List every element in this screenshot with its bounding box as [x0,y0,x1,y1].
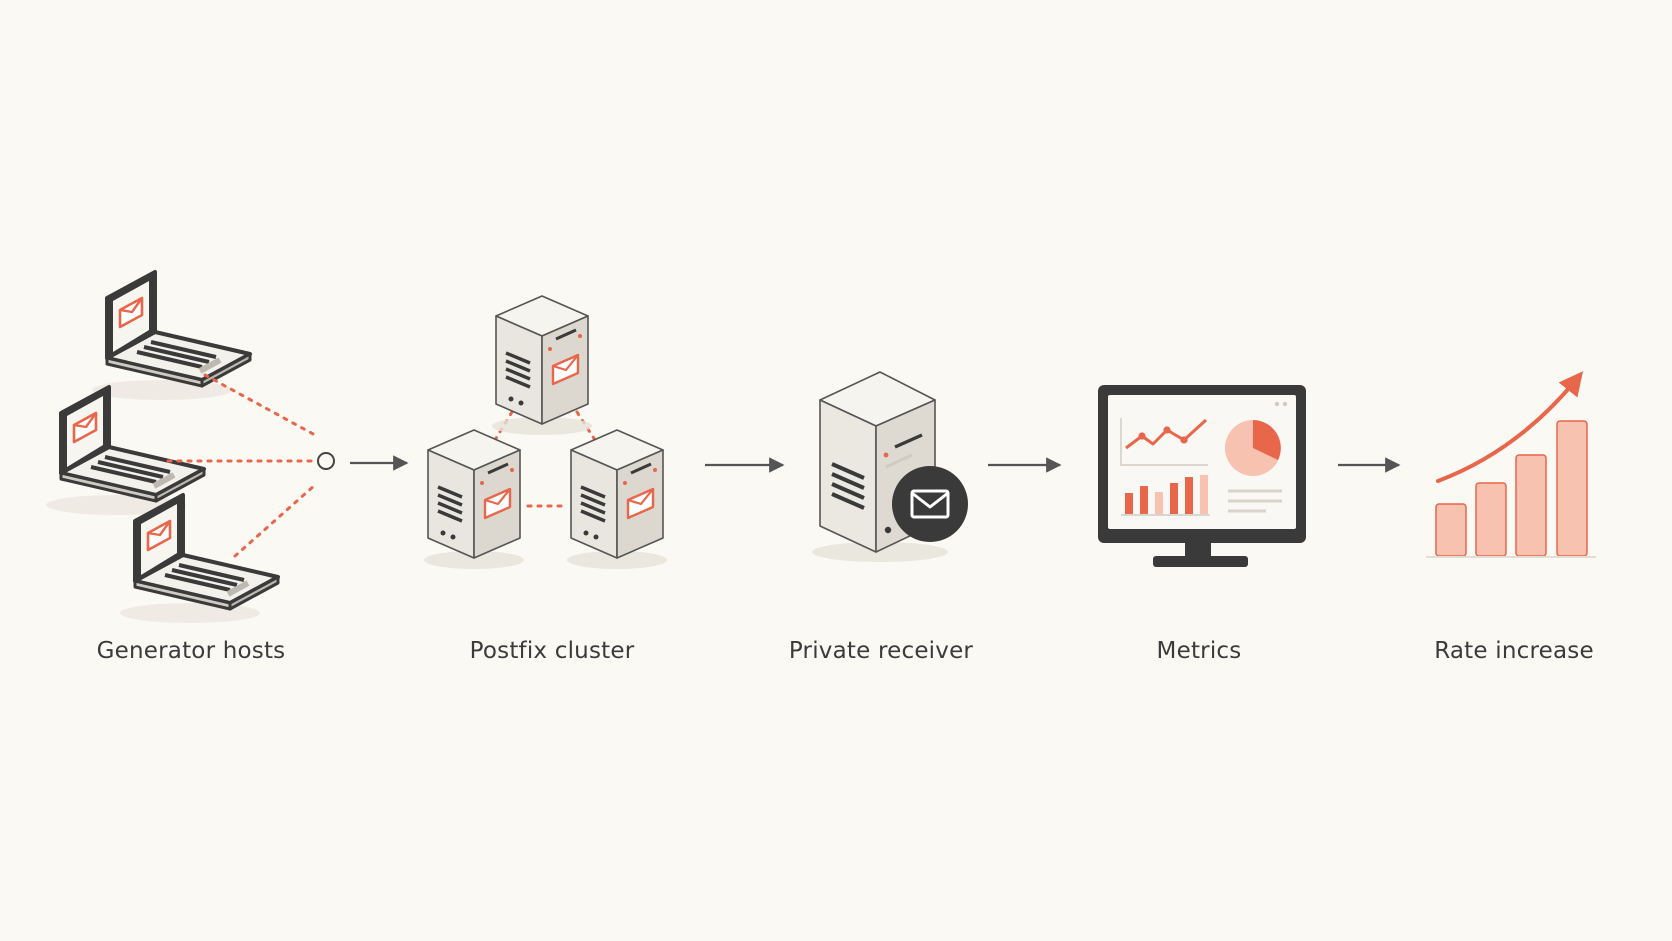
merge-node-icon [317,452,335,470]
generator-hosts-group [46,272,335,623]
laptop-icon [120,495,278,623]
stage-label-rate-increase: Rate increase [1434,638,1594,664]
monitor-stand [1153,556,1248,567]
stage-label-private-receiver: Private receiver [788,638,974,664]
rate-bar [1515,454,1547,557]
metrics-monitor-group [1098,385,1306,567]
fan-in-line [203,373,317,437]
server-icon [422,428,526,571]
rate-increase-group [1426,371,1596,558]
rate-bar [1475,482,1507,557]
server-icon [565,428,669,571]
stage-label-metrics: Metrics [1156,638,1242,664]
rate-bar [1556,420,1588,557]
trend-up-arrow-icon [1436,371,1583,483]
stage-label-postfix-cluster: Postfix cluster [469,638,635,664]
rate-bar [1435,503,1467,557]
envelope-badge-icon [892,466,968,542]
stage-label-generator-hosts: Generator hosts [96,638,286,664]
postfix-cluster-group [422,294,669,571]
laptop-icon [92,272,250,400]
bar-chart-mini-icon [1121,475,1210,516]
fan-in-line [233,483,317,558]
private-receiver-group [812,371,968,562]
pie-chart-icon [1225,420,1281,476]
